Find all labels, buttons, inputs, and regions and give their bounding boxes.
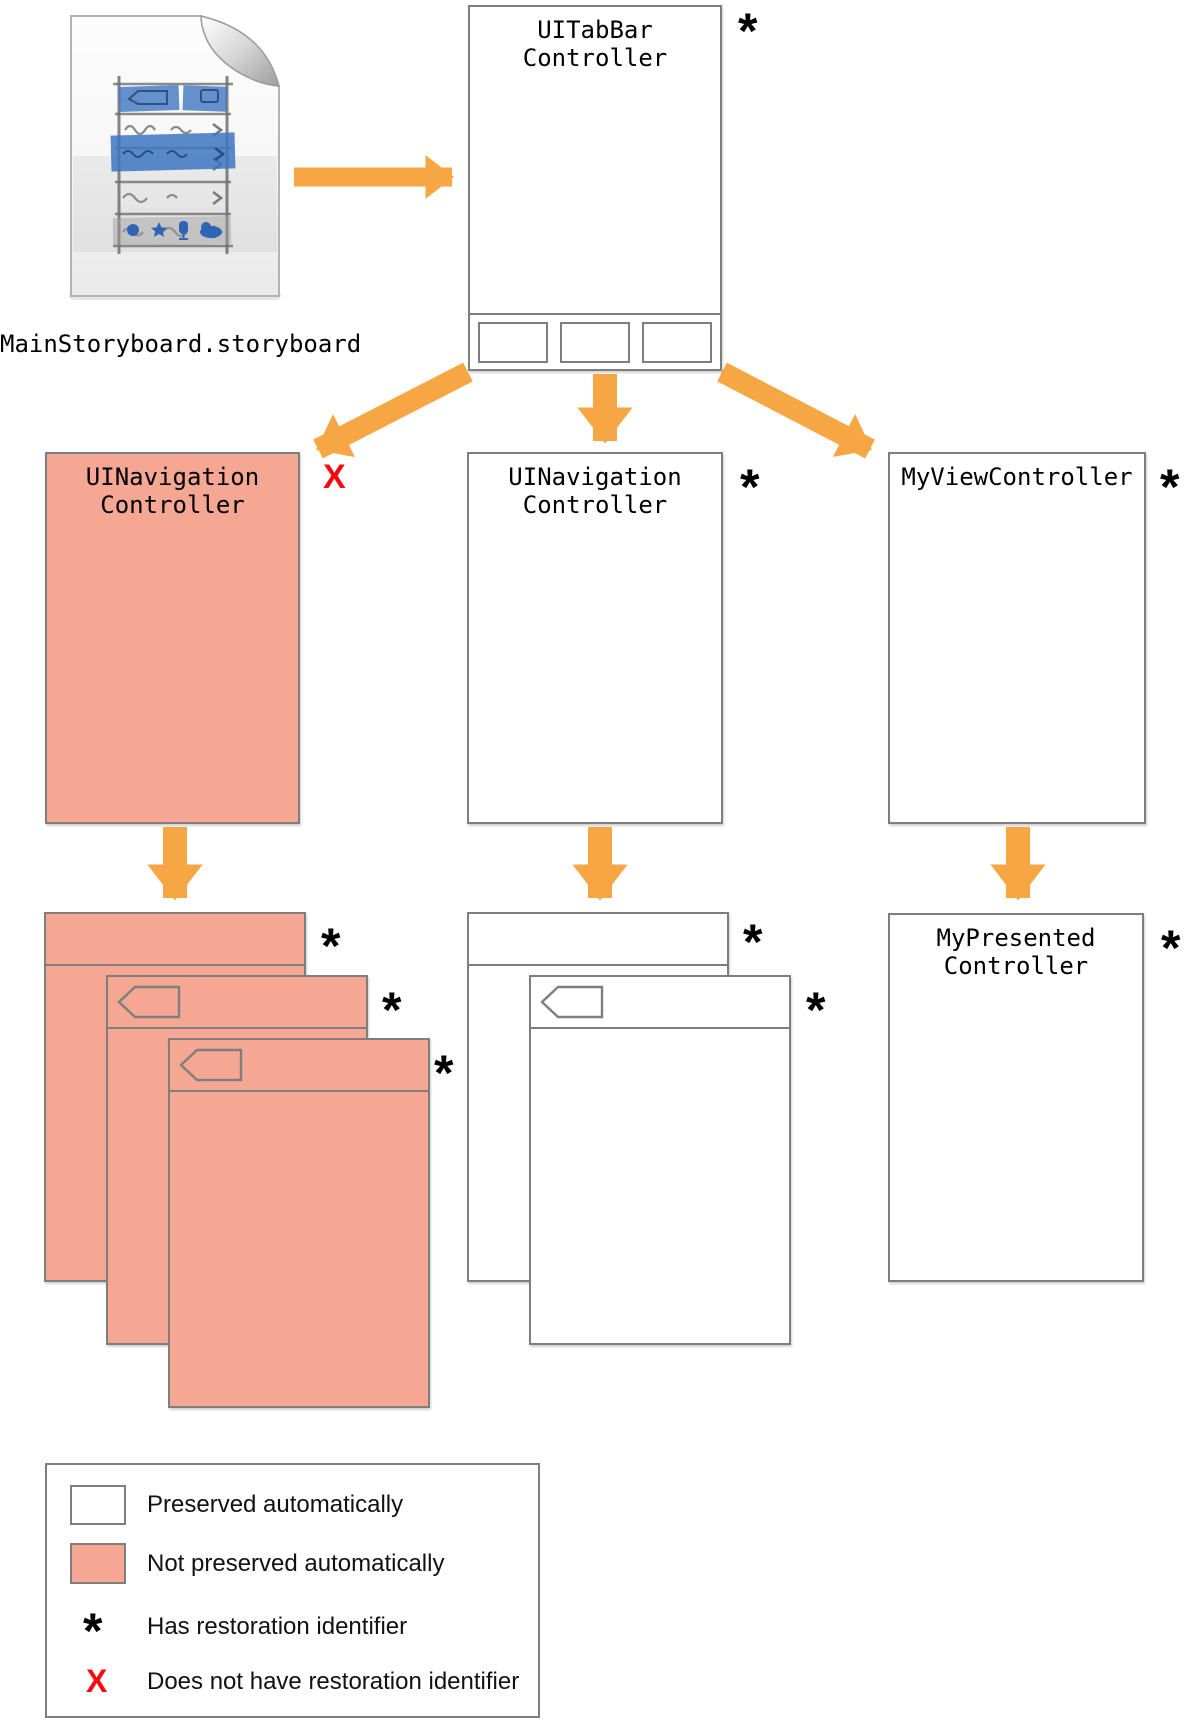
legend-asterisk-icon: *	[83, 1603, 103, 1659]
restoration-id-asterisk: *	[1160, 459, 1180, 515]
storyboard-file-name: MainStoryboard.storyboard	[0, 330, 362, 358]
back-button-icon	[540, 985, 604, 1019]
node-uinavigationcontroller-2: UINavigation Controller	[467, 452, 723, 824]
nav1-stack-view-3	[168, 1038, 430, 1408]
restoration-id-asterisk: *	[1161, 920, 1181, 976]
nav-bar	[469, 914, 727, 966]
node-myviewcontroller: MyViewController	[888, 452, 1146, 824]
restoration-id-asterisk: *	[738, 3, 758, 59]
nav2-stack-view-2	[529, 975, 791, 1345]
legend-x-icon: X	[86, 1663, 108, 1699]
node-mypresentedcontroller: MyPresented Controller	[888, 913, 1144, 1282]
nav-bar	[108, 977, 366, 1029]
legend-box	[45, 1463, 540, 1718]
back-button-icon	[117, 985, 181, 1019]
node-title: UITabBar Controller	[522, 16, 668, 72]
legend-swatch-not-preserved	[70, 1543, 126, 1584]
legend-swatch-preserved	[70, 1485, 126, 1525]
storyboard-file-icon	[69, 15, 281, 300]
nav-bar	[531, 977, 789, 1029]
restoration-id-asterisk: *	[740, 459, 760, 515]
page-mid-band	[73, 156, 277, 252]
restoration-id-asterisk: *	[743, 914, 763, 970]
arrow-tabbar-to-myvc	[717, 362, 875, 459]
sketch-navbar-row	[118, 84, 228, 113]
no-restoration-id-x: X	[323, 458, 346, 496]
legend-label: Not preserved automatically	[147, 1550, 445, 1577]
sketch-selected-row	[110, 132, 236, 172]
tab-slot	[642, 322, 712, 363]
arrow-tabbar-to-nav1	[313, 362, 473, 459]
node-uinavigationcontroller-1: UINavigation Controller	[45, 452, 300, 824]
node-uitabbarcontroller: UITabBar Controller	[468, 5, 722, 371]
page-fold-curl	[200, 15, 280, 87]
tab-slot	[560, 322, 630, 363]
tab-bar	[470, 313, 720, 369]
nav-bar	[46, 914, 304, 966]
nav-bar	[170, 1040, 428, 1092]
tab-slot	[478, 322, 548, 363]
sketch-tabbar-band	[112, 215, 232, 247]
legend-label: Has restoration identifier	[147, 1613, 408, 1640]
legend-label: Preserved automatically	[147, 1491, 404, 1518]
restoration-id-asterisk: *	[321, 918, 341, 974]
back-button-icon	[179, 1048, 243, 1082]
restoration-id-asterisk: *	[806, 982, 826, 1038]
restoration-id-asterisk: *	[382, 982, 402, 1038]
legend-label: Does not have restoration identifier	[147, 1668, 520, 1695]
restoration-id-asterisk: *	[434, 1045, 454, 1101]
